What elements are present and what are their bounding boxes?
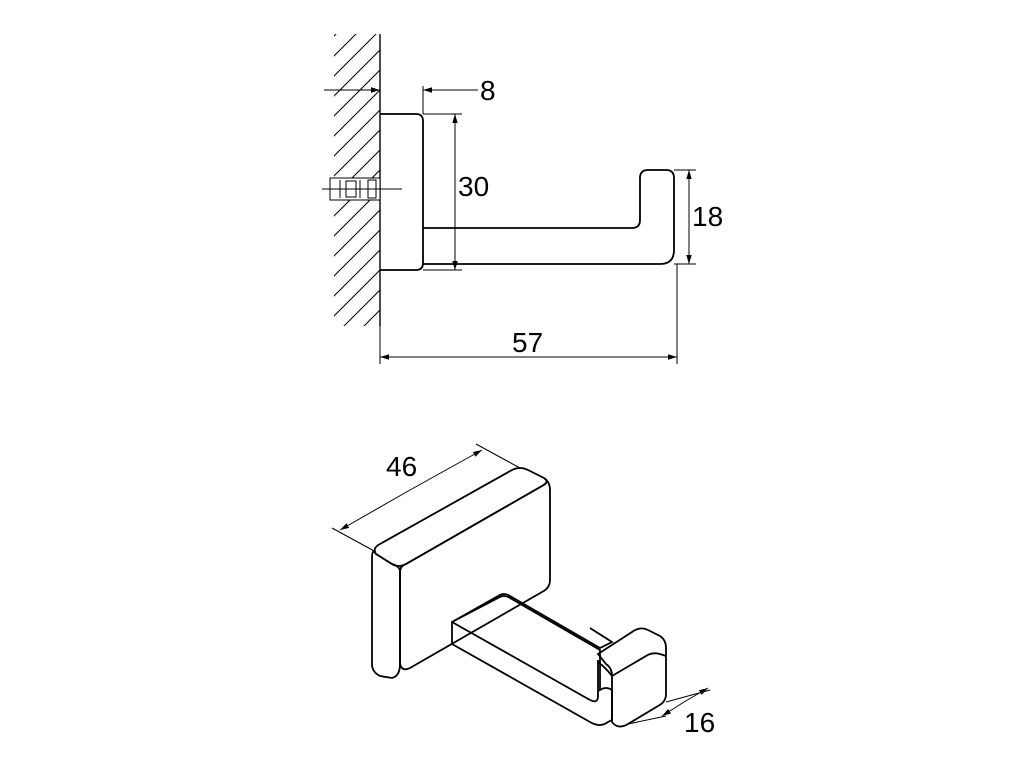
hatch-line [334,209,380,257]
hatch-line [334,34,377,77]
base-plate-side [380,113,424,271]
dim-label-46: 46 [386,451,417,482]
dim-hook-width: 16 [627,687,715,738]
dim-total-projection: 57 [379,264,678,364]
hatch-line [330,366,384,420]
isometric-view: 46 16 [331,443,715,738]
hook-arm-top-face [451,593,614,650]
hatch-line [330,346,384,400]
dim-label-16: 16 [684,707,715,738]
wall-anchor [322,177,402,201]
side-view: 8 30 18 57 [322,34,723,440]
dim-hook-tip: 18 [674,169,723,265]
hatch-line [363,309,380,326]
dim-label-30: 30 [458,171,489,202]
hatch-line [330,326,384,380]
hatch-line [334,229,380,277]
hatch-line [334,34,357,57]
dim-base-height: 30 [423,113,489,271]
hatch-line [334,109,380,157]
hatch-line [334,129,380,177]
base-plate-front-face [371,550,401,679]
dim-label-18: 18 [692,201,723,232]
hatch-line [330,386,384,440]
hatch-line [334,89,380,137]
wall-hatching [330,34,384,440]
dim-label-57: 57 [512,327,543,358]
hatch-line [334,249,380,297]
dim-label-8: 8 [480,75,496,106]
dim-wall-offset: 8 [324,75,496,114]
hook-tip-top-edge [611,652,667,677]
base-plate-top-face [373,467,548,567]
hatch-line [334,69,380,117]
hook-tip-corner [597,661,613,677]
hatch-line [334,269,380,317]
hatch-line [334,49,380,97]
base-plate-side-face [399,477,551,671]
hook-arm-side [423,169,675,265]
hook-arm-inner-edge [589,660,599,703]
hook-arm-body [451,595,613,726]
hook-arm-edge [451,621,591,701]
dim-base-width: 46 [331,443,521,553]
hatch-line [343,289,380,326]
